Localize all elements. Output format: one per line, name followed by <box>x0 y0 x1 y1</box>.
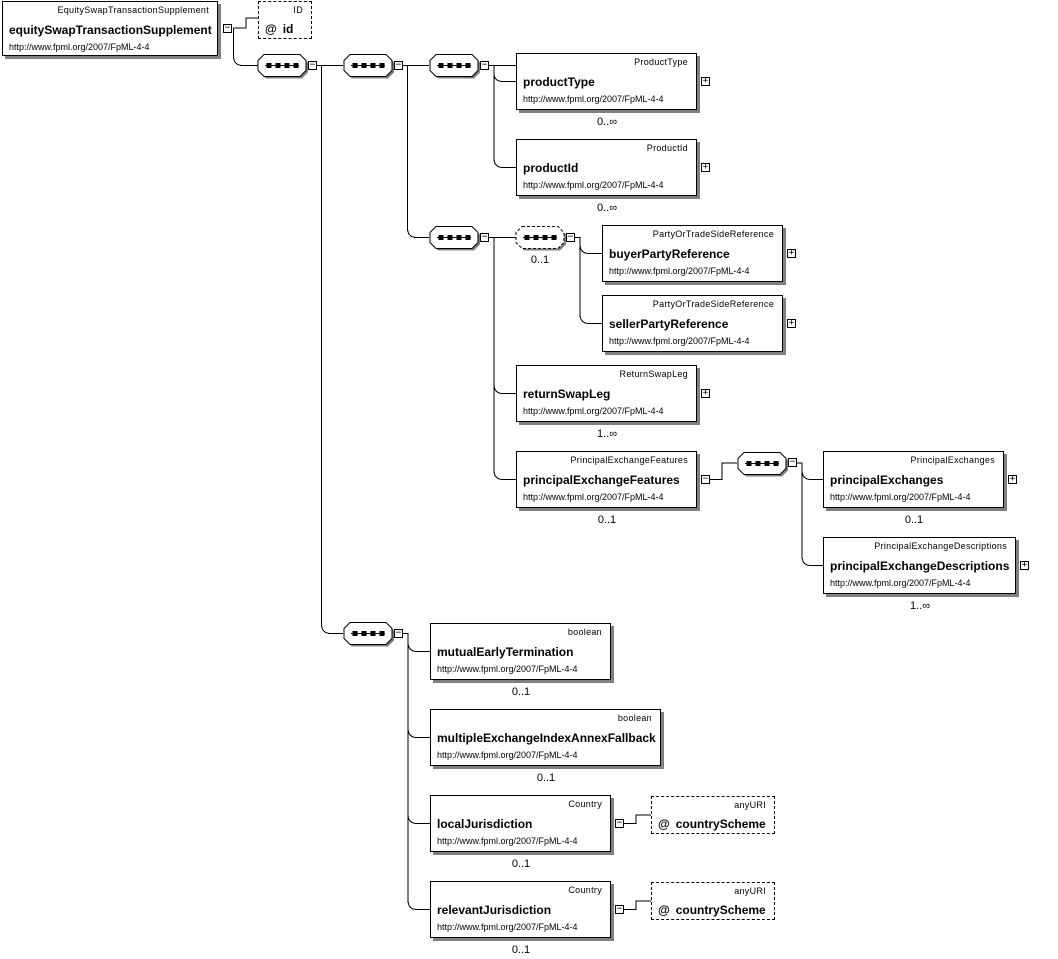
element-namespace: http://www.fpml.org/2007/FpML-4-4 <box>437 750 578 760</box>
element-box-productId[interactable]: ProductId productId http://www.fpml.org/… <box>516 139 697 196</box>
attribute-countryScheme-box[interactable]: anyURI @countryScheme <box>651 796 775 834</box>
element-namespace: http://www.fpml.org/2007/FpML-4-4 <box>609 336 750 346</box>
sequence-compositor-icon <box>429 54 480 79</box>
collapse-toggle-icon[interactable]: − <box>566 232 575 242</box>
sequence-compositor-icon <box>257 54 308 79</box>
element-name: productId <box>523 161 579 175</box>
cardinality-label: 0..1 <box>511 944 531 956</box>
element-box-localJurisdiction[interactable]: Country localJurisdiction http://www.fpm… <box>430 795 611 852</box>
element-name: principalExchangeFeatures <box>523 473 680 487</box>
sequence-compositor-icon <box>515 226 566 251</box>
element-namespace: http://www.fpml.org/2007/FpML-4-4 <box>523 492 664 502</box>
element-namespace: http://www.fpml.org/2007/FpML-4-4 <box>523 406 664 416</box>
element-name: localJurisdiction <box>437 817 533 831</box>
expand-toggle-icon[interactable]: + <box>787 318 796 328</box>
element-type: PartyOrTradeSideReference <box>652 229 774 239</box>
element-type: PrincipalExchangeFeatures <box>570 455 688 465</box>
element-box-principalExchanges[interactable]: PrincipalExchanges principalExchanges ht… <box>823 451 1004 508</box>
element-namespace: http://www.fpml.org/2007/FpML-4-4 <box>437 836 578 846</box>
sequence-compositor-icon <box>343 54 394 79</box>
cardinality-label: 0..1 <box>904 514 924 526</box>
collapse-toggle-icon[interactable]: − <box>394 628 403 638</box>
element-box-mutualEarlyTermination[interactable]: boolean mutualEarlyTermination http://ww… <box>430 623 611 680</box>
element-box-productType[interactable]: ProductType productType http://www.fpml.… <box>516 53 697 110</box>
element-namespace: http://www.fpml.org/2007/FpML-4-4 <box>9 42 150 52</box>
element-namespace: http://www.fpml.org/2007/FpML-4-4 <box>523 180 664 190</box>
element-type: ProductType <box>634 57 688 67</box>
cardinality-label: 0..1 <box>511 686 531 698</box>
attribute-countryScheme-box[interactable]: anyURI @countryScheme <box>651 882 775 920</box>
sequence-compositor-icon <box>429 226 480 251</box>
sequence-compositor-icon <box>343 622 394 647</box>
attribute-type: anyURI <box>734 886 766 896</box>
element-box-sellerPartyReference[interactable]: PartyOrTradeSideReference sellerPartyRef… <box>602 295 783 352</box>
cardinality-label: 1..∞ <box>596 428 618 440</box>
collapse-toggle-icon[interactable]: − <box>394 60 403 70</box>
cardinality-label: 0..∞ <box>596 202 618 214</box>
collapse-toggle-icon[interactable]: − <box>701 474 710 484</box>
element-namespace: http://www.fpml.org/2007/FpML-4-4 <box>523 94 664 104</box>
cardinality-label: 0..1 <box>536 772 556 784</box>
element-name: principalExchanges <box>830 473 944 487</box>
element-name: relevantJurisdiction <box>437 903 552 917</box>
element-name: principalExchangeDescriptions <box>830 559 1010 573</box>
element-box-relevantJurisdiction[interactable]: Country relevantJurisdiction http://www.… <box>430 881 611 938</box>
element-type: PartyOrTradeSideReference <box>652 299 774 309</box>
collapse-toggle-icon[interactable]: − <box>615 818 624 828</box>
attribute-type: ID <box>293 5 303 15</box>
element-namespace: http://www.fpml.org/2007/FpML-4-4 <box>830 492 971 502</box>
expand-toggle-icon[interactable]: + <box>1020 560 1029 570</box>
collapse-toggle-icon[interactable]: − <box>480 60 489 70</box>
collapse-toggle-icon[interactable]: − <box>308 60 317 70</box>
element-type: PrincipalExchanges <box>910 455 995 465</box>
expand-toggle-icon[interactable]: + <box>701 162 710 172</box>
attribute-type: anyURI <box>734 800 766 810</box>
expand-toggle-icon[interactable]: + <box>787 248 796 258</box>
element-box-buyerPartyReference[interactable]: PartyOrTradeSideReference buyerPartyRefe… <box>602 225 783 282</box>
cardinality-label: 0..1 <box>530 254 550 266</box>
expand-toggle-icon[interactable]: + <box>701 76 710 86</box>
element-name: multipleExchangeIndexAnnexFallback <box>437 731 656 745</box>
element-name: returnSwapLeg <box>523 387 611 401</box>
cardinality-label: 0..∞ <box>596 116 618 128</box>
element-namespace: http://www.fpml.org/2007/FpML-4-4 <box>609 266 750 276</box>
collapse-toggle-icon[interactable]: − <box>788 457 797 467</box>
collapse-toggle-icon[interactable]: − <box>480 232 489 242</box>
element-box-principalExchangeFeatures[interactable]: PrincipalExchangeFeatures principalExcha… <box>516 451 697 508</box>
attribute-id-box[interactable]: ID @id <box>258 1 312 39</box>
cardinality-label: 0..1 <box>597 514 617 526</box>
element-box-multipleExchangeIndexAnnexFallback[interactable]: boolean multipleExchangeIndexAnnexFallba… <box>430 709 661 766</box>
attribute-name: @id <box>265 22 294 36</box>
element-type: Country <box>568 885 602 895</box>
element-type: ReturnSwapLeg <box>619 369 688 379</box>
expand-toggle-icon[interactable]: + <box>1008 474 1017 484</box>
element-name: productType <box>523 75 595 89</box>
collapse-toggle-icon[interactable]: − <box>223 23 232 33</box>
element-box-principalExchangeDescriptions[interactable]: PrincipalExchangeDescriptions principalE… <box>823 537 1016 594</box>
element-type: Country <box>568 799 602 809</box>
element-name: mutualEarlyTermination <box>437 645 574 659</box>
element-box-returnSwapLeg[interactable]: ReturnSwapLeg returnSwapLeg http://www.f… <box>516 365 697 422</box>
root-element-box[interactable]: EquitySwapTransactionSupplement equitySw… <box>2 1 218 56</box>
element-type: PrincipalExchangeDescriptions <box>874 541 1007 551</box>
attribute-name: @countryScheme <box>658 903 766 917</box>
element-namespace: http://www.fpml.org/2007/FpML-4-4 <box>437 922 578 932</box>
element-namespace: http://www.fpml.org/2007/FpML-4-4 <box>830 578 971 588</box>
sequence-compositor-icon <box>737 452 788 477</box>
element-type: ProductId <box>646 143 688 153</box>
cardinality-label: 0..1 <box>511 858 531 870</box>
element-type: boolean <box>567 627 602 637</box>
element-namespace: http://www.fpml.org/2007/FpML-4-4 <box>437 664 578 674</box>
element-type: EquitySwapTransactionSupplement <box>57 5 209 15</box>
expand-toggle-icon[interactable]: + <box>701 388 710 398</box>
collapse-toggle-icon[interactable]: − <box>615 904 624 914</box>
attribute-name: @countryScheme <box>658 817 766 831</box>
element-type: boolean <box>617 713 652 723</box>
cardinality-label: 1..∞ <box>909 600 931 612</box>
element-name: equitySwapTransactionSupplement <box>9 23 212 37</box>
element-name: buyerPartyReference <box>609 247 730 261</box>
element-name: sellerPartyReference <box>609 317 729 331</box>
